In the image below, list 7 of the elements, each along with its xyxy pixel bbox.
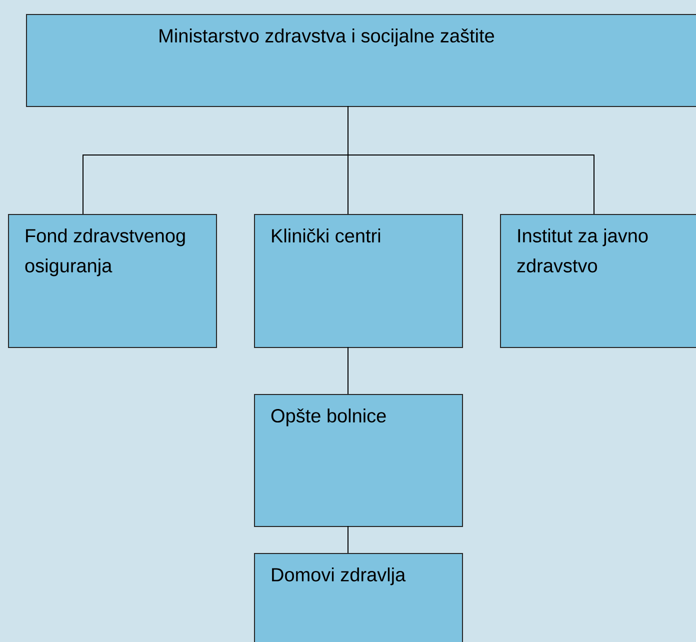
org-box: Institut za javno zdravstvo [500,214,696,348]
org-box: Domovi zdravlja [254,552,463,642]
connector-line [348,105,594,214]
org-box: Ministarstvo zdravstva i socijalne zaštite [26,14,696,107]
org-box: Klinički centri [254,214,463,348]
org-box: Opšte bolnice [254,394,463,527]
org-box: Fond zdravstvenog osiguranja [8,214,217,348]
